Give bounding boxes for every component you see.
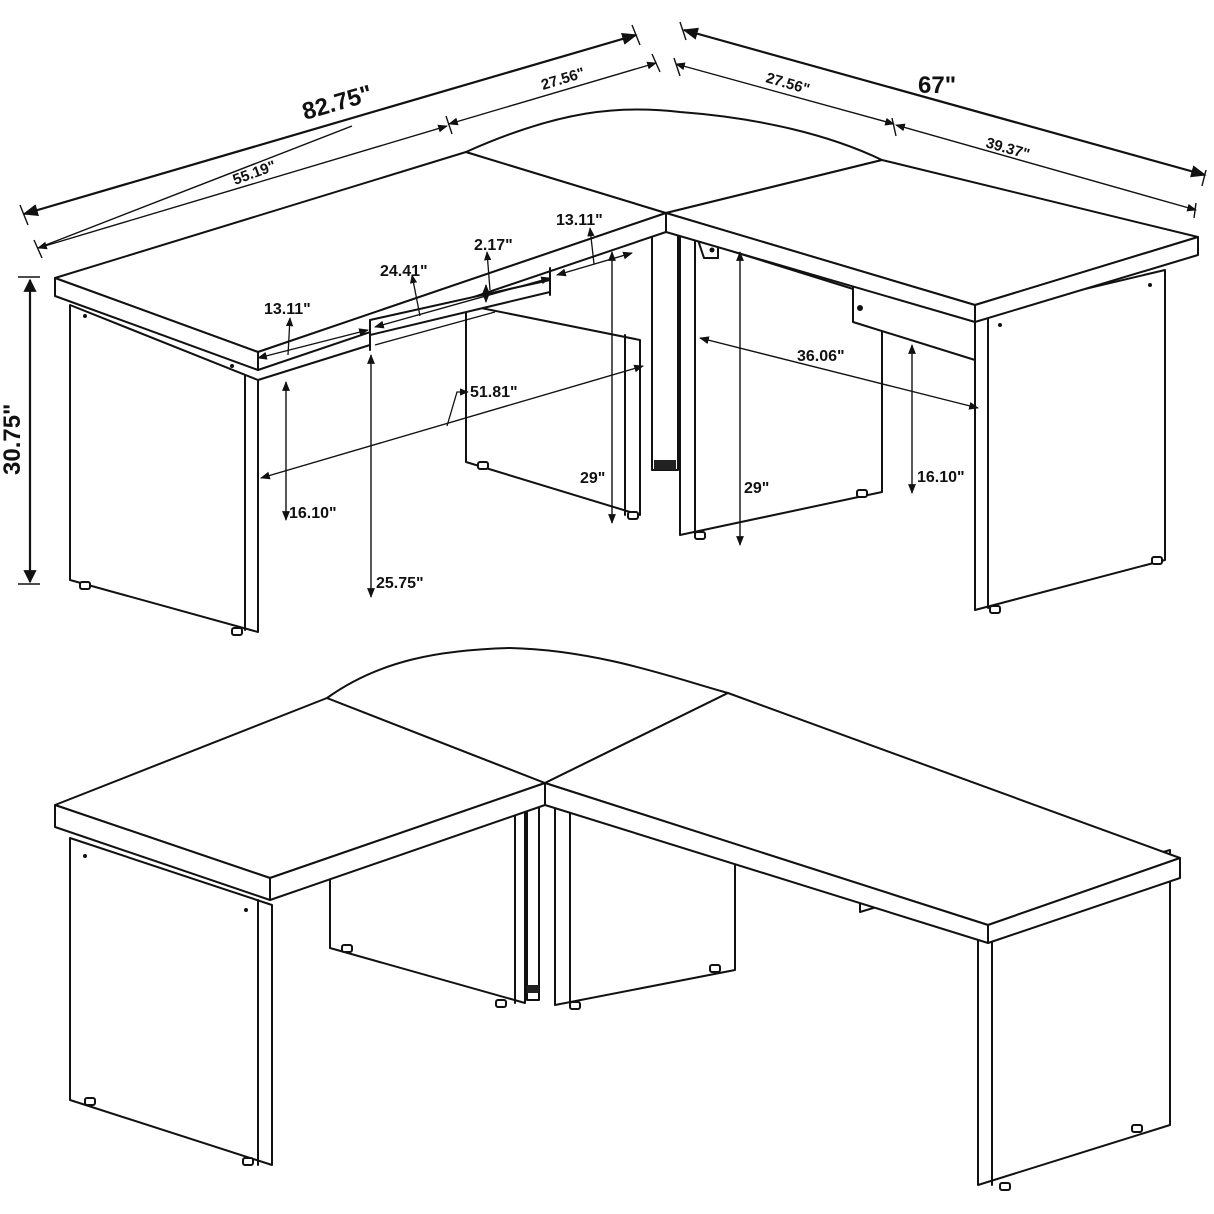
label-overall-return: 67" xyxy=(918,72,956,99)
label-knee-space-width: 51.81" xyxy=(470,384,518,401)
label-corner-clearance-right: 29" xyxy=(744,480,769,497)
label-return-section: 39.37" xyxy=(984,135,1032,164)
top-view-desk xyxy=(54,108,1199,636)
label-return-knee-width: 36.06" xyxy=(797,348,845,365)
label-under-tray-clearance: 25.75" xyxy=(376,575,424,592)
label-left-clearance: 16.10" xyxy=(289,505,337,522)
label-overall-length: 82.75" xyxy=(299,80,375,126)
bottom-left-end-panel xyxy=(69,837,273,1166)
left-end-panel xyxy=(69,304,259,633)
right-desktop-end-edge xyxy=(974,236,1199,323)
label-corner-depth-right: 27.56" xyxy=(764,70,812,99)
label-right-clearance: 16.10" xyxy=(917,469,965,486)
bottom-view-desk xyxy=(54,647,1181,1191)
label-left-tray-offset: 13.11" xyxy=(264,301,311,318)
label-keyboard-tray-width: 24.41" xyxy=(380,263,428,280)
bottom-corner-desktop-top xyxy=(326,647,729,784)
label-corner-depth-left: 27.56" xyxy=(539,65,587,94)
center-support-post xyxy=(651,229,679,471)
label-right-tray-offset: 13.11" xyxy=(556,212,603,229)
right-end-panel xyxy=(974,269,1166,611)
label-overall-height: 30.75" xyxy=(0,404,26,475)
dimension-lines xyxy=(18,21,1207,598)
label-corner-clearance-left: 29" xyxy=(580,470,605,487)
label-keyboard-tray-height: 2.17" xyxy=(474,237,513,254)
